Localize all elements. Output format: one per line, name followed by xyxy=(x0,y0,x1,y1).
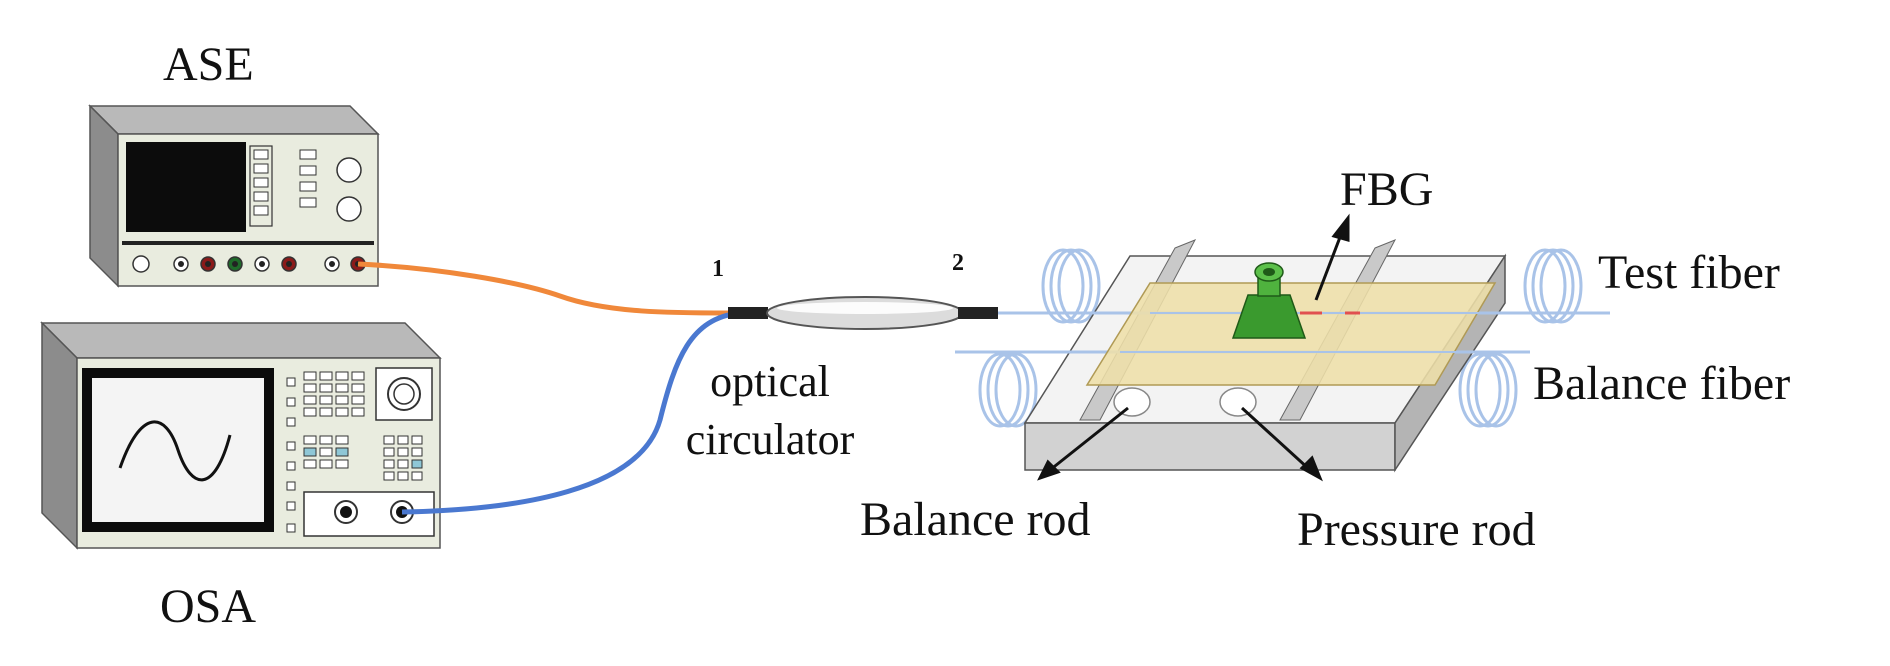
port-1-label: 1 xyxy=(712,256,724,282)
ase-instrument-icon xyxy=(88,104,380,288)
osa-label: OSA xyxy=(160,580,256,633)
osa-instrument-icon xyxy=(40,321,442,550)
port-2-label: 2 xyxy=(952,250,964,276)
circulator-label-line2: circulator xyxy=(686,415,855,464)
ase-fiber xyxy=(357,261,741,316)
annotation-arrows xyxy=(1037,213,1350,482)
balance-rod-label: Balance rod xyxy=(860,493,1091,546)
optical-circulator-icon xyxy=(728,296,1040,330)
osa-fiber xyxy=(401,310,741,515)
circulator-label-line1: optical xyxy=(710,357,830,406)
balance-fiber-label: Balance fiber xyxy=(1533,357,1790,410)
test-fiber-label: Test fiber xyxy=(1598,246,1780,299)
pressure-rod-label: Pressure rod xyxy=(1297,503,1536,556)
fbg-label: FBG xyxy=(1340,163,1433,216)
fiber-coils xyxy=(978,248,1583,428)
weight-icon xyxy=(1231,262,1307,339)
ase-label: ASE xyxy=(163,38,254,91)
